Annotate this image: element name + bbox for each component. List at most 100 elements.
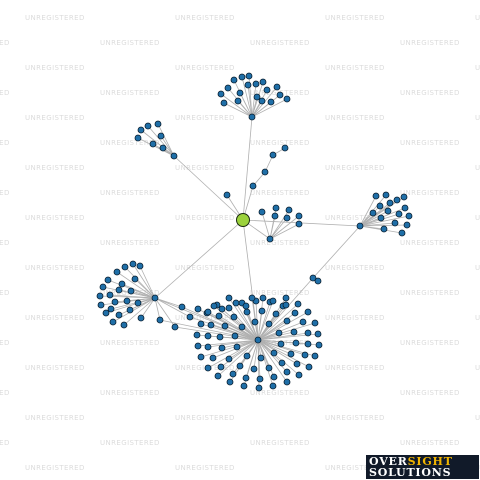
graph-node[interactable] [252, 80, 260, 88]
focus-node[interactable] [236, 213, 250, 227]
graph-node[interactable] [220, 99, 228, 107]
graph-node[interactable] [295, 220, 303, 228]
graph-node[interactable] [315, 341, 323, 349]
graph-node[interactable] [218, 344, 226, 352]
graph-node[interactable] [401, 204, 409, 212]
graph-node[interactable] [118, 280, 126, 288]
graph-node[interactable] [263, 86, 271, 94]
graph-node[interactable] [384, 207, 392, 215]
graph-node[interactable] [254, 336, 262, 344]
graph-node[interactable] [170, 152, 178, 160]
graph-node[interactable] [255, 384, 263, 392]
graph-node[interactable] [242, 302, 250, 310]
graph-node[interactable] [291, 309, 299, 317]
graph-node[interactable] [204, 308, 212, 316]
graph-node[interactable] [244, 81, 252, 89]
graph-node[interactable] [193, 331, 201, 339]
graph-node[interactable] [299, 318, 307, 326]
graph-node[interactable] [217, 90, 225, 98]
graph-node[interactable] [243, 352, 251, 360]
graph-node[interactable] [269, 382, 277, 390]
graph-node[interactable] [265, 364, 273, 372]
graph-node[interactable] [154, 120, 162, 128]
graph-node[interactable] [210, 302, 218, 310]
graph-node[interactable] [243, 308, 251, 316]
graph-node[interactable] [209, 354, 217, 362]
graph-node[interactable] [242, 374, 250, 382]
graph-node[interactable] [258, 208, 266, 216]
graph-node[interactable] [197, 353, 205, 361]
graph-node[interactable] [217, 363, 225, 371]
graph-node[interactable] [265, 320, 273, 328]
graph-node[interactable] [218, 305, 226, 313]
graph-node[interactable] [287, 350, 295, 358]
graph-node[interactable] [391, 219, 399, 227]
graph-node[interactable] [282, 301, 290, 309]
graph-node[interactable] [294, 300, 302, 308]
graph-node[interactable] [136, 262, 144, 270]
graph-node[interactable] [120, 321, 128, 329]
graph-node[interactable] [403, 221, 411, 229]
graph-node[interactable] [225, 304, 233, 312]
graph-node[interactable] [149, 140, 157, 148]
graph-node[interactable] [311, 352, 319, 360]
graph-node[interactable] [236, 89, 244, 97]
graph-node[interactable] [171, 323, 179, 331]
graph-node[interactable] [253, 93, 261, 101]
graph-node[interactable] [261, 168, 269, 176]
graph-node[interactable] [276, 91, 284, 99]
graph-node[interactable] [380, 225, 388, 233]
graph-node[interactable] [269, 297, 277, 305]
graph-node[interactable] [99, 283, 107, 291]
graph-node[interactable] [259, 294, 267, 302]
graph-node[interactable] [215, 312, 223, 320]
graph-node[interactable] [221, 322, 229, 330]
graph-node[interactable] [249, 182, 257, 190]
graph-node[interactable] [277, 340, 285, 348]
graph-node[interactable] [216, 333, 224, 341]
graph-node[interactable] [304, 329, 312, 337]
graph-node[interactable] [377, 214, 385, 222]
graph-node[interactable] [372, 192, 380, 200]
graph-node[interactable] [267, 98, 275, 106]
graph-node[interactable] [230, 313, 238, 321]
graph-node[interactable] [226, 378, 234, 386]
graph-node[interactable] [258, 307, 266, 315]
graph-node[interactable] [272, 204, 280, 212]
graph-node[interactable] [234, 97, 242, 105]
graph-node[interactable] [272, 310, 280, 318]
graph-node[interactable] [204, 364, 212, 372]
graph-node[interactable] [233, 343, 241, 351]
graph-node[interactable] [96, 292, 104, 300]
graph-node[interactable] [129, 260, 137, 268]
graph-node[interactable] [245, 72, 253, 80]
graph-node[interactable] [144, 122, 152, 130]
graph-node[interactable] [258, 97, 266, 105]
graph-node[interactable] [314, 277, 322, 285]
graph-node[interactable] [97, 301, 105, 309]
graph-node[interactable] [250, 365, 258, 373]
graph-node[interactable] [290, 328, 298, 336]
graph-node[interactable] [386, 199, 394, 207]
graph-node[interactable] [273, 83, 281, 91]
graph-node[interactable] [248, 294, 256, 302]
graph-node[interactable] [282, 294, 290, 302]
graph-node[interactable] [285, 206, 293, 214]
graph-node[interactable] [295, 371, 303, 379]
graph-node[interactable] [231, 332, 239, 340]
graph-node[interactable] [240, 382, 248, 390]
graph-node[interactable] [283, 378, 291, 386]
graph-node[interactable] [223, 191, 231, 199]
graph-node[interactable] [271, 212, 279, 220]
graph-node[interactable] [238, 73, 246, 81]
graph-node[interactable] [356, 222, 364, 230]
graph-node[interactable] [257, 354, 265, 362]
graph-node[interactable] [115, 311, 123, 319]
graph-node[interactable] [194, 305, 202, 313]
graph-node[interactable] [292, 339, 300, 347]
graph-node[interactable] [275, 329, 283, 337]
graph-node[interactable] [309, 274, 317, 282]
graph-node[interactable] [121, 263, 129, 271]
graph-node[interactable] [225, 294, 233, 302]
graph-node[interactable] [248, 113, 256, 121]
